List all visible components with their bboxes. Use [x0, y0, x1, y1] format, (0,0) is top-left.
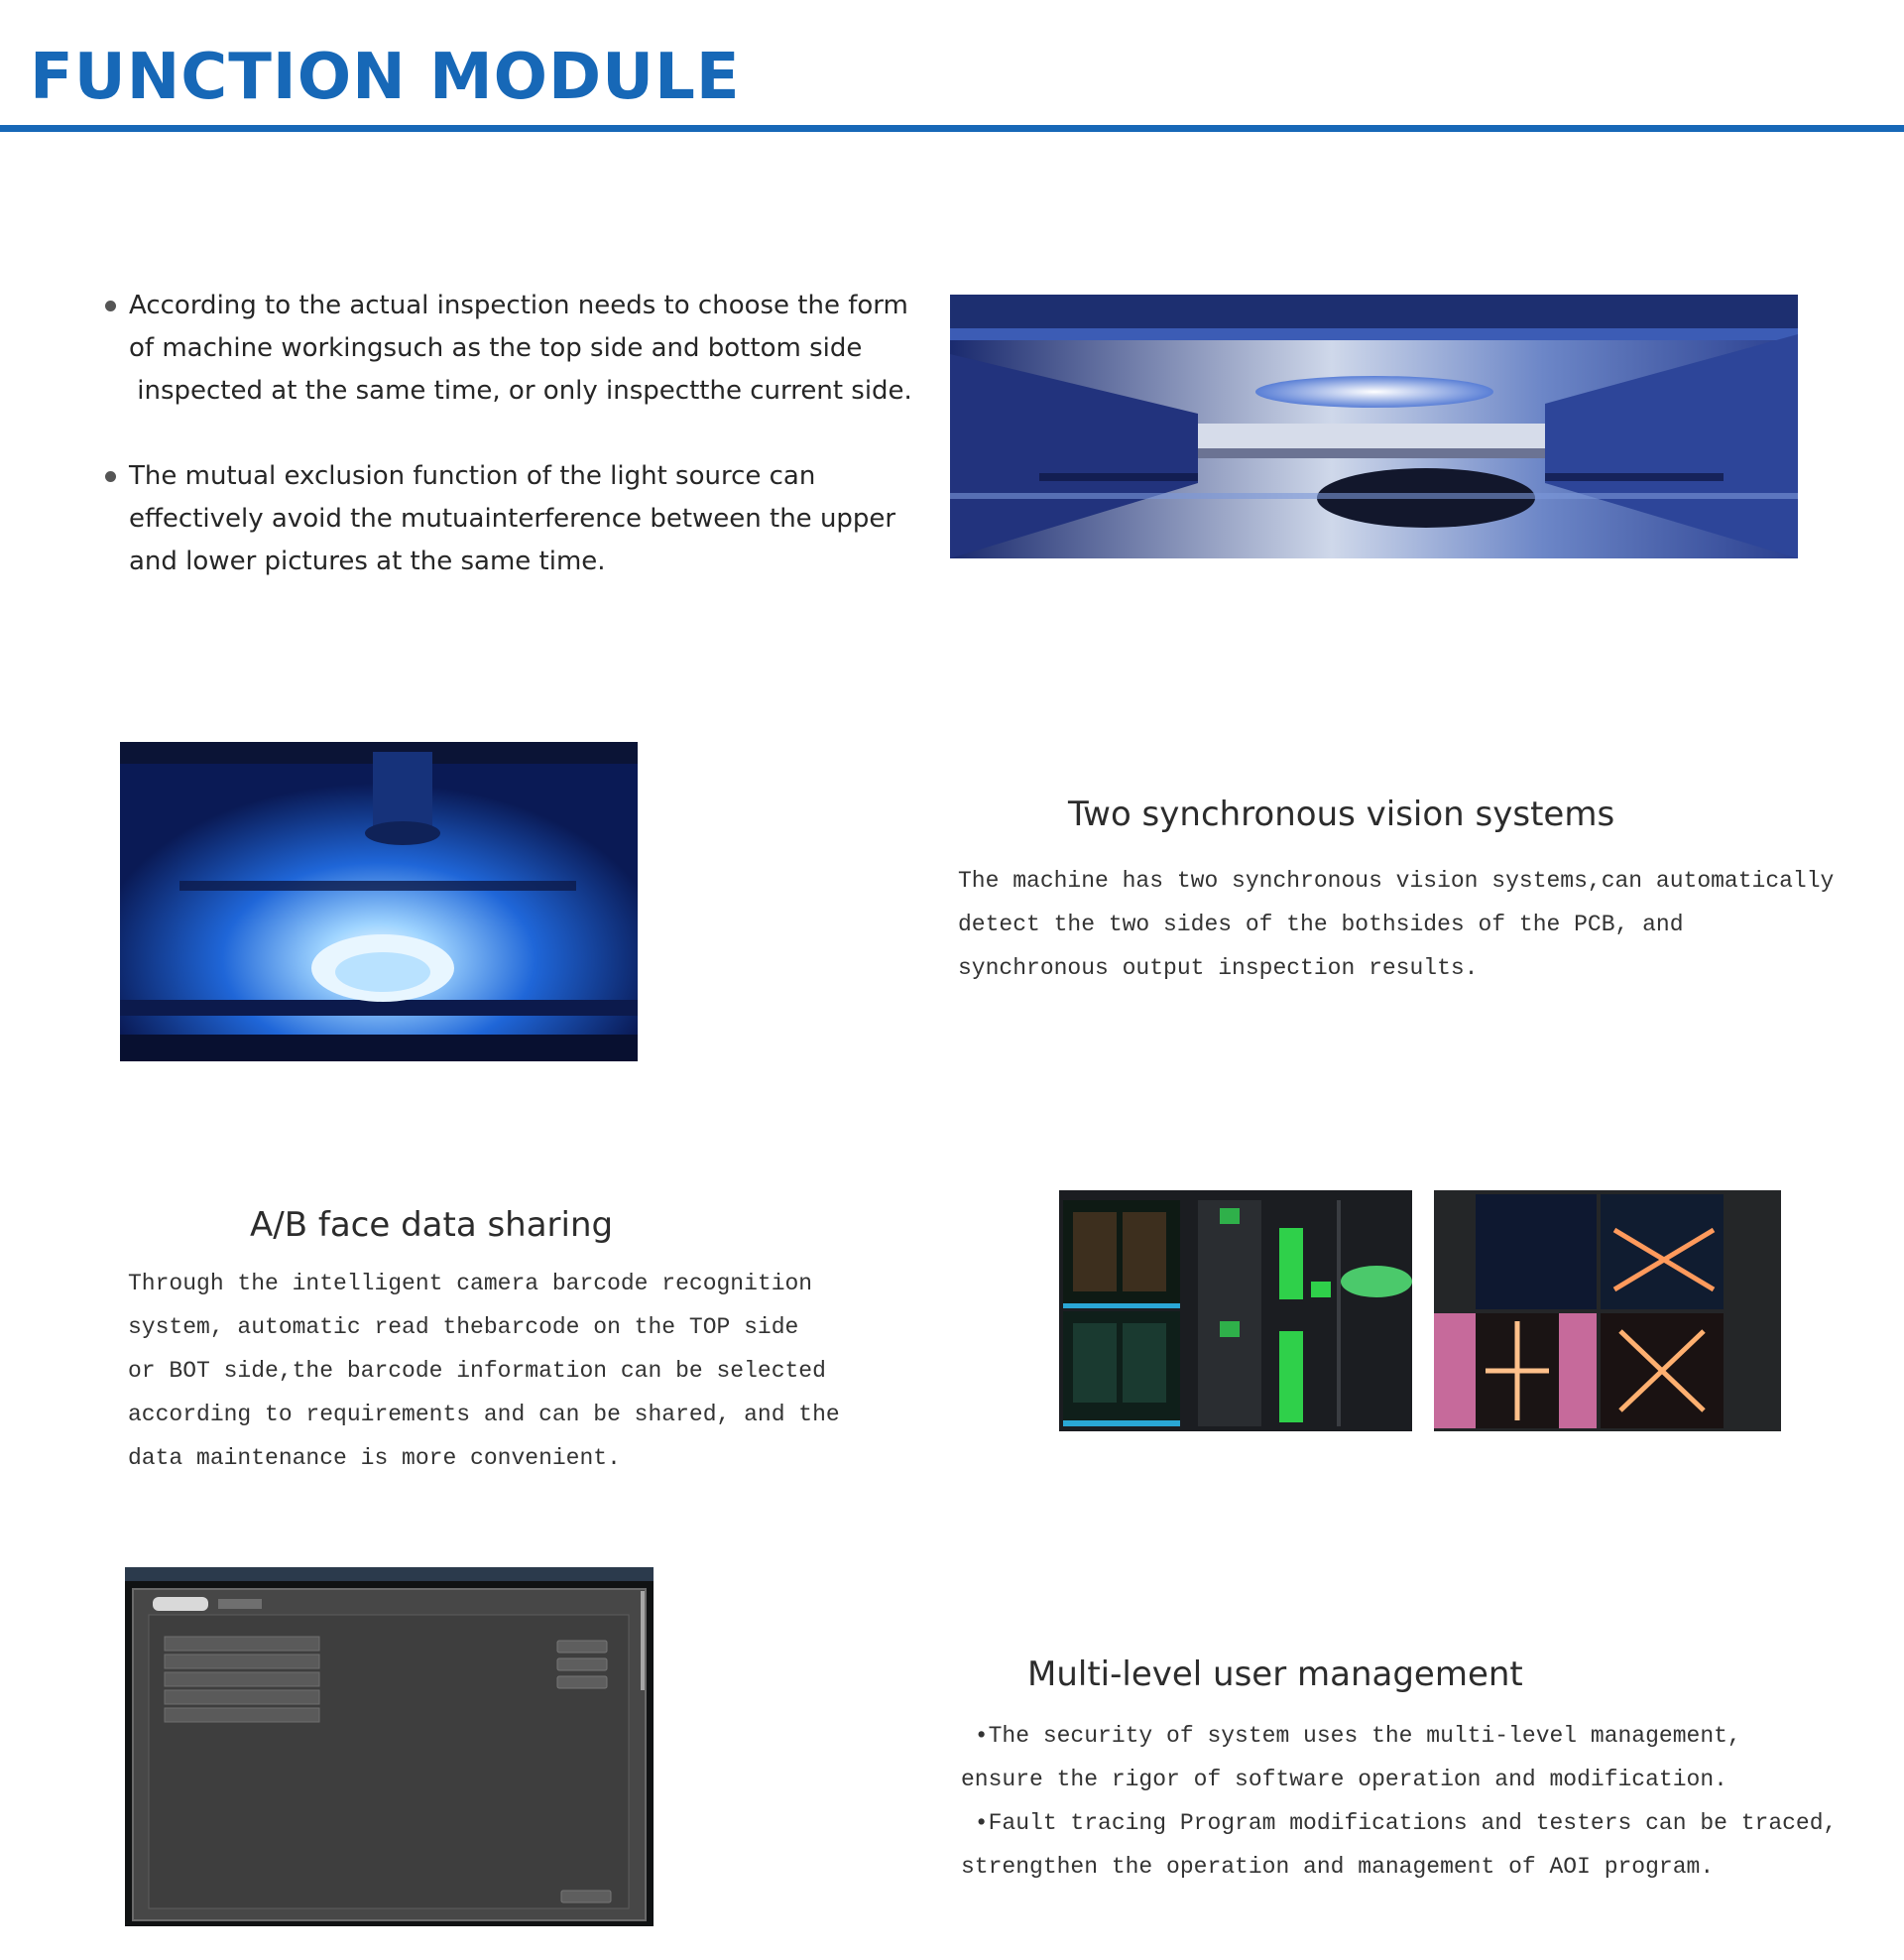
inspection-software-screenshots [1059, 1190, 1781, 1435]
intro-bullet-2: The mutual exclusion function of the lig… [105, 455, 896, 583]
sync-vision-line-1: The machine has two synchronous vision s… [958, 868, 1835, 894]
user-mgmt-heading: Multi-level user management [1027, 1654, 1523, 1694]
ab-sharing-line-2: system, automatic read thebarcode on the… [128, 1314, 799, 1340]
ab-sharing-line-3: or BOT side,the barcode information can … [128, 1358, 826, 1384]
user-mgmt-line-1: •The security of system uses the multi-l… [961, 1723, 1741, 1749]
user-mgmt-text: •The security of system uses the multi-l… [961, 1714, 1837, 1889]
user-mgmt-line-3: •Fault tracing Program modifications and… [961, 1810, 1838, 1836]
ab-sharing-line-4: according to requirements and can be sha… [128, 1402, 840, 1427]
sync-vision-heading: Two synchronous vision systems [1068, 795, 1615, 834]
intro-bullet-1-line-2: of machine workingsuch as the top side a… [129, 333, 863, 363]
bullet-dot-icon [105, 471, 116, 482]
machine-interior-photo [950, 295, 1798, 558]
ab-sharing-text: Through the intelligent camera barcode r… [128, 1262, 840, 1480]
sync-vision-line-3: synchronous output inspection results. [958, 955, 1479, 981]
intro-bullet-1-line-3: inspected at the same time, or only insp… [129, 376, 912, 406]
user-management-dialog-screenshot [125, 1567, 654, 1926]
page-title: FUNCTION MODULE [30, 41, 741, 114]
intro-bullet-1: According to the actual inspection needs… [105, 285, 912, 413]
intro-bullet-2-line-3: and lower pictures at the same time. [129, 547, 606, 576]
intro-bullet-2-line-1: The mutual exclusion function of the lig… [129, 461, 816, 491]
intro-bullet-2-line-2: effectively avoid the mutuainterference … [129, 504, 896, 534]
user-mgmt-line-2: ensure the rigor of software operation a… [961, 1767, 1727, 1792]
sync-vision-text: The machine has two synchronous vision s… [958, 859, 1834, 990]
bullet-dot-icon [105, 301, 116, 311]
ab-sharing-line-1: Through the intelligent camera barcode r… [128, 1271, 813, 1296]
user-mgmt-line-4: strengthen the operation and management … [961, 1854, 1715, 1880]
intro-bullet-1-line-1: According to the actual inspection needs… [129, 291, 908, 320]
blue-light-source-photo [120, 742, 638, 1061]
ab-sharing-line-5: data maintenance is more convenient. [128, 1445, 621, 1471]
sync-vision-line-2: detect the two sides of the bothsides of… [958, 912, 1684, 937]
ab-sharing-heading: A/B face data sharing [250, 1205, 614, 1245]
title-divider [0, 125, 1904, 132]
